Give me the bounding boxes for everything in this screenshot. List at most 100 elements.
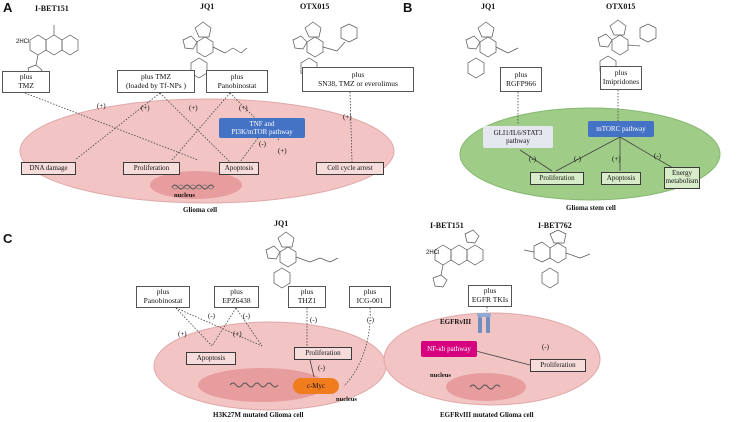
sign-a6: (+) — [278, 147, 287, 155]
sign-a4: (+) — [239, 104, 248, 112]
dna-helix-icon-c1 — [229, 382, 279, 388]
dna-helix-icon-c2 — [469, 384, 501, 390]
box-line: plus — [300, 287, 314, 297]
dna-helix-icon-b — [171, 184, 215, 190]
sign-a3: (+) — [189, 104, 198, 112]
arrows-c — [309, 349, 531, 378]
ibet151-structure-a — [27, 25, 79, 78]
nfkb-pathway: NF-κb pathway — [421, 341, 477, 357]
caption-glioma-stem-cell: Glioma stem cell — [566, 204, 616, 212]
panel-label-a: A — [3, 0, 13, 15]
box-line: plus — [514, 69, 528, 79]
outcome-dna-damage: DNA damage — [21, 162, 76, 175]
box-line: plus TMZ — [140, 71, 172, 81]
box-line: plus — [19, 72, 33, 82]
drug-ibet762-c: I-BET762 — [538, 221, 572, 230]
sign-a1: (+) — [97, 102, 106, 110]
drug-jq1-a: JQ1 — [200, 2, 215, 11]
egfrviii-glioma-cell — [383, 312, 601, 406]
box-line: plus — [230, 287, 243, 297]
sign-b1: (-) — [529, 155, 536, 163]
egfrviii-label: EGFRvIII — [440, 318, 472, 326]
outcome-proliferation-c2: Proliferation — [530, 359, 586, 372]
box-line: EGFR TKIs — [471, 295, 509, 304]
outcome-apoptosis-b: Apoptosis — [601, 172, 641, 185]
box-line: SN38, TMZ or everolimus — [318, 78, 398, 88]
outcome-proliferation-c1: Proliferation — [294, 347, 352, 360]
arrows-b — [519, 136, 679, 172]
panel-label-c: C — [3, 231, 13, 246]
ibet762-structure-c — [523, 229, 591, 289]
drug-jq1-b: JQ1 — [481, 2, 496, 11]
sign-c2: (-) — [243, 312, 250, 320]
mtorc-pathway: mTORC pathway — [588, 121, 654, 137]
outcome-apoptosis-c: Apoptosis — [186, 352, 236, 365]
box-line: plus — [230, 71, 244, 81]
box-line: THZ1 — [297, 296, 317, 305]
sign-a5: (-) — [259, 140, 266, 148]
outcome-proliferation-b: Proliferation — [530, 172, 584, 185]
sign-c7: (-) — [318, 364, 325, 372]
drug-ibet151-c: I-BET151 — [430, 221, 464, 230]
box-line: plus — [363, 287, 377, 297]
sign-b4: (-) — [654, 152, 661, 160]
box-line: Panobinostat — [143, 296, 183, 305]
nucleus-c1 — [198, 368, 326, 402]
outcome-proliferation-a: Proliferation — [123, 162, 180, 175]
sign-b2: (-) — [574, 155, 581, 163]
caption-glioma-cell: Glioma cell — [183, 206, 218, 214]
cmyc-label: c-Myc — [293, 378, 339, 394]
caption-egfrviii: EGFRvIII mutated Glioma cell — [440, 411, 534, 419]
outcome-apoptosis-a: Apoptosis — [219, 162, 259, 175]
hcl-label-c: 2HCl — [426, 250, 440, 256]
sign-c5: (+) — [178, 330, 187, 338]
drug-jq1-c: JQ1 — [274, 219, 289, 228]
drug-otx015-b: OTX015 — [606, 2, 636, 11]
sign-a7: (+) — [343, 113, 352, 121]
box-line: plus — [156, 287, 170, 297]
pathway-line: TNF and — [249, 119, 275, 128]
jq1-structure-b — [465, 21, 519, 79]
pathway-line: GLI1/IL6/STAT3 — [493, 128, 543, 137]
molecule-structures — [27, 19, 657, 289]
sign-b3: (+) — [612, 155, 621, 163]
box-line: plus — [483, 286, 497, 296]
otx015-structure-a — [292, 21, 358, 79]
box-line: EPZ6438 — [222, 296, 251, 305]
nucleus-label-c2: nucleus — [430, 372, 451, 379]
box-line: plus — [614, 68, 628, 78]
box-line: ICG-001 — [356, 296, 384, 305]
jq1-structure-a — [182, 21, 248, 79]
drug-otx015-a: OTX015 — [300, 2, 330, 11]
box-line: (loaded by Tf-NPs ) — [125, 80, 187, 90]
box-plus-tmz-nps: plus TMZ(loaded by Tf-NPs ) — [117, 70, 195, 93]
caption-h3k27m: H3K27M mutated Glioma cell — [213, 411, 304, 419]
nucleus-label-a: nucleus — [174, 192, 195, 199]
sign-c6: (+) — [233, 330, 242, 338]
dna-helix-icon — [171, 184, 215, 190]
panel-label-b: B — [403, 0, 413, 15]
connectors-b — [517, 90, 619, 125]
sign-a2: (+) — [141, 104, 150, 112]
nucleus-c2 — [446, 373, 526, 401]
sign-c1: (-) — [208, 312, 215, 320]
outcome-line: Energy — [671, 169, 693, 178]
jq1-structure-c — [265, 231, 339, 289]
drug-ibet151-a: I-BET151 — [35, 4, 69, 13]
outcome-line: metabolism — [665, 177, 699, 185]
box-line: RGFP966 — [505, 78, 536, 88]
ibet151-structure-c — [432, 229, 484, 288]
sign-c4: (-) — [367, 316, 374, 324]
pathway-line: pathway — [506, 137, 530, 145]
